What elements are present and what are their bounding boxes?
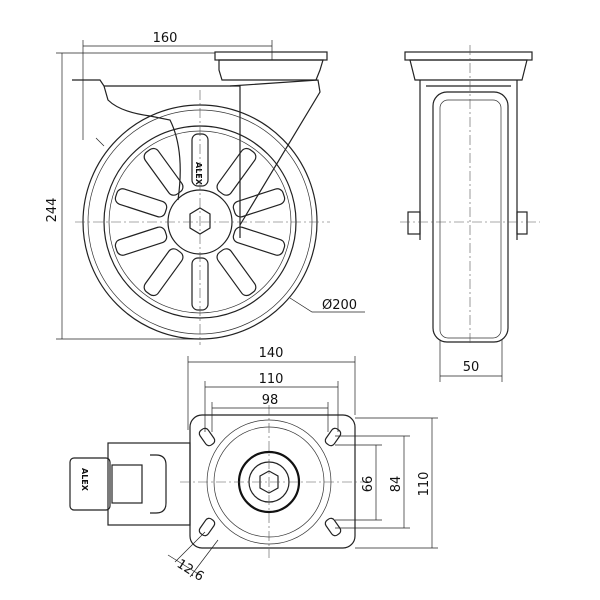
slot <box>324 427 342 447</box>
dim-12-6: 12.6 <box>174 557 207 585</box>
spoke <box>216 248 257 297</box>
mounting-plate <box>189 414 356 549</box>
brake-pedal: ALEX <box>69 442 191 526</box>
front-view: 50 <box>400 45 540 382</box>
dim-140: 140 <box>259 346 284 361</box>
brake-pad <box>69 457 111 511</box>
spoke <box>232 226 286 256</box>
dim-line-12-6 <box>167 554 201 576</box>
ext-line <box>189 539 219 578</box>
top-plate <box>404 51 533 61</box>
fork-top <box>72 79 241 238</box>
spoke <box>143 147 184 196</box>
tread-line <box>439 99 502 339</box>
fork <box>419 80 518 240</box>
spoke <box>232 188 286 218</box>
axle-nut-left <box>407 211 421 235</box>
spoke <box>114 188 168 218</box>
wheel-profile <box>432 91 509 343</box>
spoke <box>143 248 184 297</box>
slot <box>324 517 342 537</box>
brake-arm <box>103 85 181 201</box>
brake-logo: ALEX <box>80 468 89 492</box>
brake-tab <box>150 454 167 514</box>
spoke <box>216 147 257 196</box>
wheel-spokes <box>114 133 286 311</box>
fork-logo: ALEX <box>194 162 203 186</box>
fork-leg <box>229 79 321 226</box>
brake-body <box>107 442 191 526</box>
dim-98: 98 <box>262 393 279 408</box>
dim-160: 160 <box>153 31 178 46</box>
swivel-housing <box>409 59 528 81</box>
ext-line <box>174 531 206 563</box>
dim-110-horizontal: 110 <box>259 372 284 387</box>
slot <box>198 427 216 447</box>
dim-84: 84 <box>389 476 404 493</box>
dim-66: 66 <box>361 476 376 493</box>
dim-244: 244 <box>45 198 60 223</box>
brake-window <box>111 464 143 504</box>
swivel-housing <box>218 59 324 81</box>
slot <box>198 517 216 537</box>
dim-diameter-200: Ø200 <box>322 298 357 313</box>
leader-arrow <box>95 137 105 147</box>
bottom-view: ALEX 140 110 98 66 84 110 12.6 <box>69 346 438 585</box>
diameter-leader <box>289 297 365 313</box>
spoke <box>114 226 168 256</box>
kingpin-nut <box>259 470 279 494</box>
dim-110-vertical: 110 <box>417 472 432 497</box>
axle-nut-right <box>516 211 528 235</box>
dim-50: 50 <box>463 360 480 375</box>
top-plate <box>214 51 328 61</box>
side-view: ALEX 160 244 Ø200 <box>45 31 365 345</box>
